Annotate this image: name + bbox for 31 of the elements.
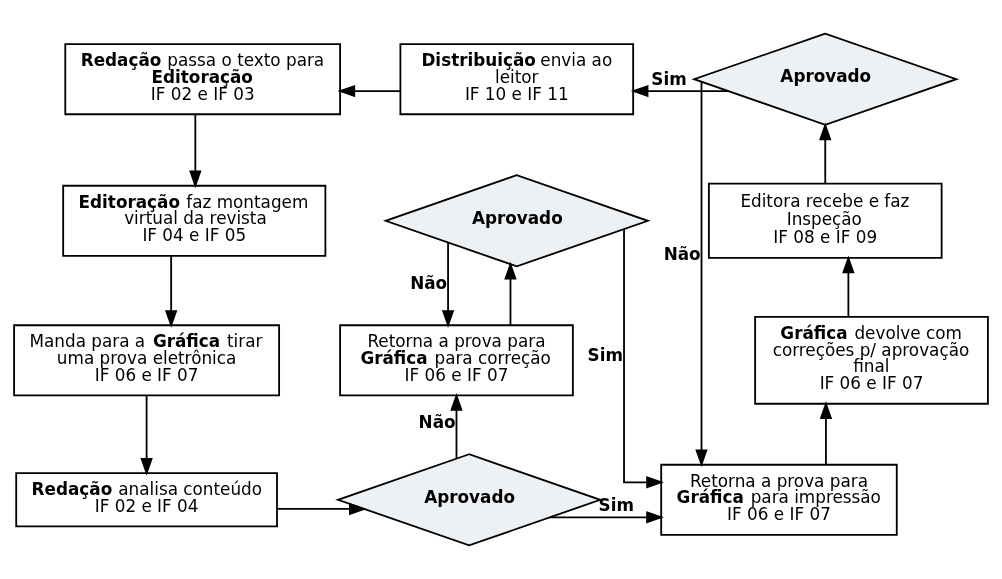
arrow (695, 80, 708, 468)
node-box: Editoração faz montagem virtual da revista IF 04 e IF 05 (62, 184, 327, 257)
arrow (819, 122, 832, 185)
arrow (276, 502, 367, 516)
node-diamond: Aprovado (691, 32, 960, 126)
node-diamond: Aprovado (382, 174, 651, 268)
edge-label: Não (663, 243, 701, 264)
node-box: Redação passa o texto para Editoração IF 02 e IF 03 (64, 43, 341, 116)
node-box: Retorna a prova para Gráfica para correção IF 06 e IF 07 (339, 324, 574, 397)
arrow (164, 255, 178, 328)
node-box: Gráfica devolve com correções p/ aprovação final IF 06 e IF 07 (754, 315, 989, 405)
edge-label: Sim (587, 345, 623, 366)
arrow (630, 84, 729, 98)
arrow (441, 241, 455, 328)
node-box: Retorna a prova para Gráfica para impressão IF 06 e IF 07 (660, 463, 898, 536)
arrow (450, 392, 463, 460)
arrow (140, 394, 153, 476)
edge-label: Não (418, 411, 456, 432)
node-box: Manda para a Gráfica tirar uma prova eletrônica IF 06 e IF 07 (13, 324, 281, 397)
arrow (842, 255, 855, 318)
node-box: Editora recebe e faz Inspeção IF 08 e IF 09 (707, 182, 943, 259)
arrow (189, 113, 202, 189)
arrow (549, 511, 664, 524)
node-box: Distribuição envia ao leitor IF 10 e IF 11 (399, 43, 635, 116)
arrow (819, 401, 833, 466)
edge-label: Sim (651, 68, 687, 89)
edge-label: Não (410, 272, 448, 293)
arrow (337, 84, 402, 98)
arrow (623, 228, 664, 489)
arrow (504, 261, 517, 326)
node-box: Redação analisa conteúdo IF 02 e IF 04 (15, 472, 278, 528)
